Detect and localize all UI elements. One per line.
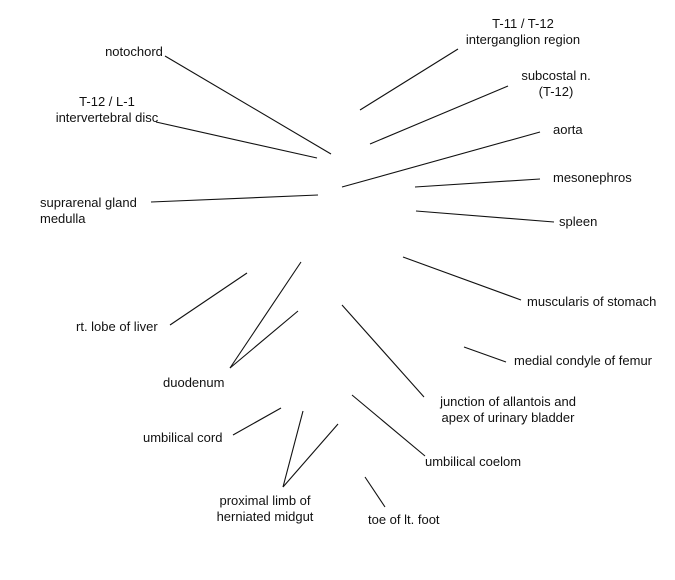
label-umbilical-cord: umbilical cord <box>143 430 223 445</box>
label-aorta: aorta <box>553 122 583 137</box>
label-herniated-midgut: proximal limb of herniated midgut <box>216 493 314 524</box>
leader-suprarenal-gland <box>150 194 319 203</box>
label-t11-t12-region: T-11 / T-12 interganglion region <box>465 16 581 47</box>
leader-t11-t12-region <box>359 48 459 111</box>
leader-t12-l1-disc <box>155 121 318 159</box>
label-suprarenal-gland: suprarenal gland medulla <box>40 195 137 226</box>
leader-duodenum-2 <box>229 310 299 369</box>
leader-midgut-1 <box>282 410 304 488</box>
leader-umbilical-cord <box>232 407 282 436</box>
label-subcostal-nerve: subcostal n. (T-12) <box>521 68 591 99</box>
leader-liver <box>169 272 248 326</box>
leader-subcostal-nerve <box>369 85 509 145</box>
leader-notochord <box>164 55 332 155</box>
leader-spleen <box>415 210 555 223</box>
label-femur-condyle: medial condyle of femur <box>514 353 653 368</box>
label-spleen: spleen <box>559 214 598 229</box>
leader-midgut-2 <box>282 423 339 488</box>
label-toe-left-foot: toe of lt. foot <box>368 512 440 527</box>
label-duodenum: duodenum <box>163 375 225 390</box>
leader-duodenum-1 <box>229 261 302 369</box>
label-notochord: notochord <box>105 44 163 59</box>
leader-umbilical-coelom <box>351 394 426 457</box>
label-t12-l1-disc: T-12 / L-1 intervertebral disc <box>55 94 159 125</box>
leader-aorta <box>341 131 541 188</box>
label-muscularis-stomach: muscularis of stomach <box>527 294 657 309</box>
leader-mesonephros <box>414 178 541 188</box>
label-liver: rt. lobe of liver <box>76 319 158 334</box>
label-umbilical-coelom: umbilical coelom <box>425 454 522 469</box>
label-allantois-bladder: junction of allantois and apex of urinar… <box>440 394 576 425</box>
label-mesonephros: mesonephros <box>553 170 632 185</box>
leader-allantois <box>341 304 425 398</box>
leader-femur-condyle <box>463 346 507 363</box>
leader-toe <box>364 476 386 508</box>
leader-muscularis-stomach <box>402 256 522 301</box>
